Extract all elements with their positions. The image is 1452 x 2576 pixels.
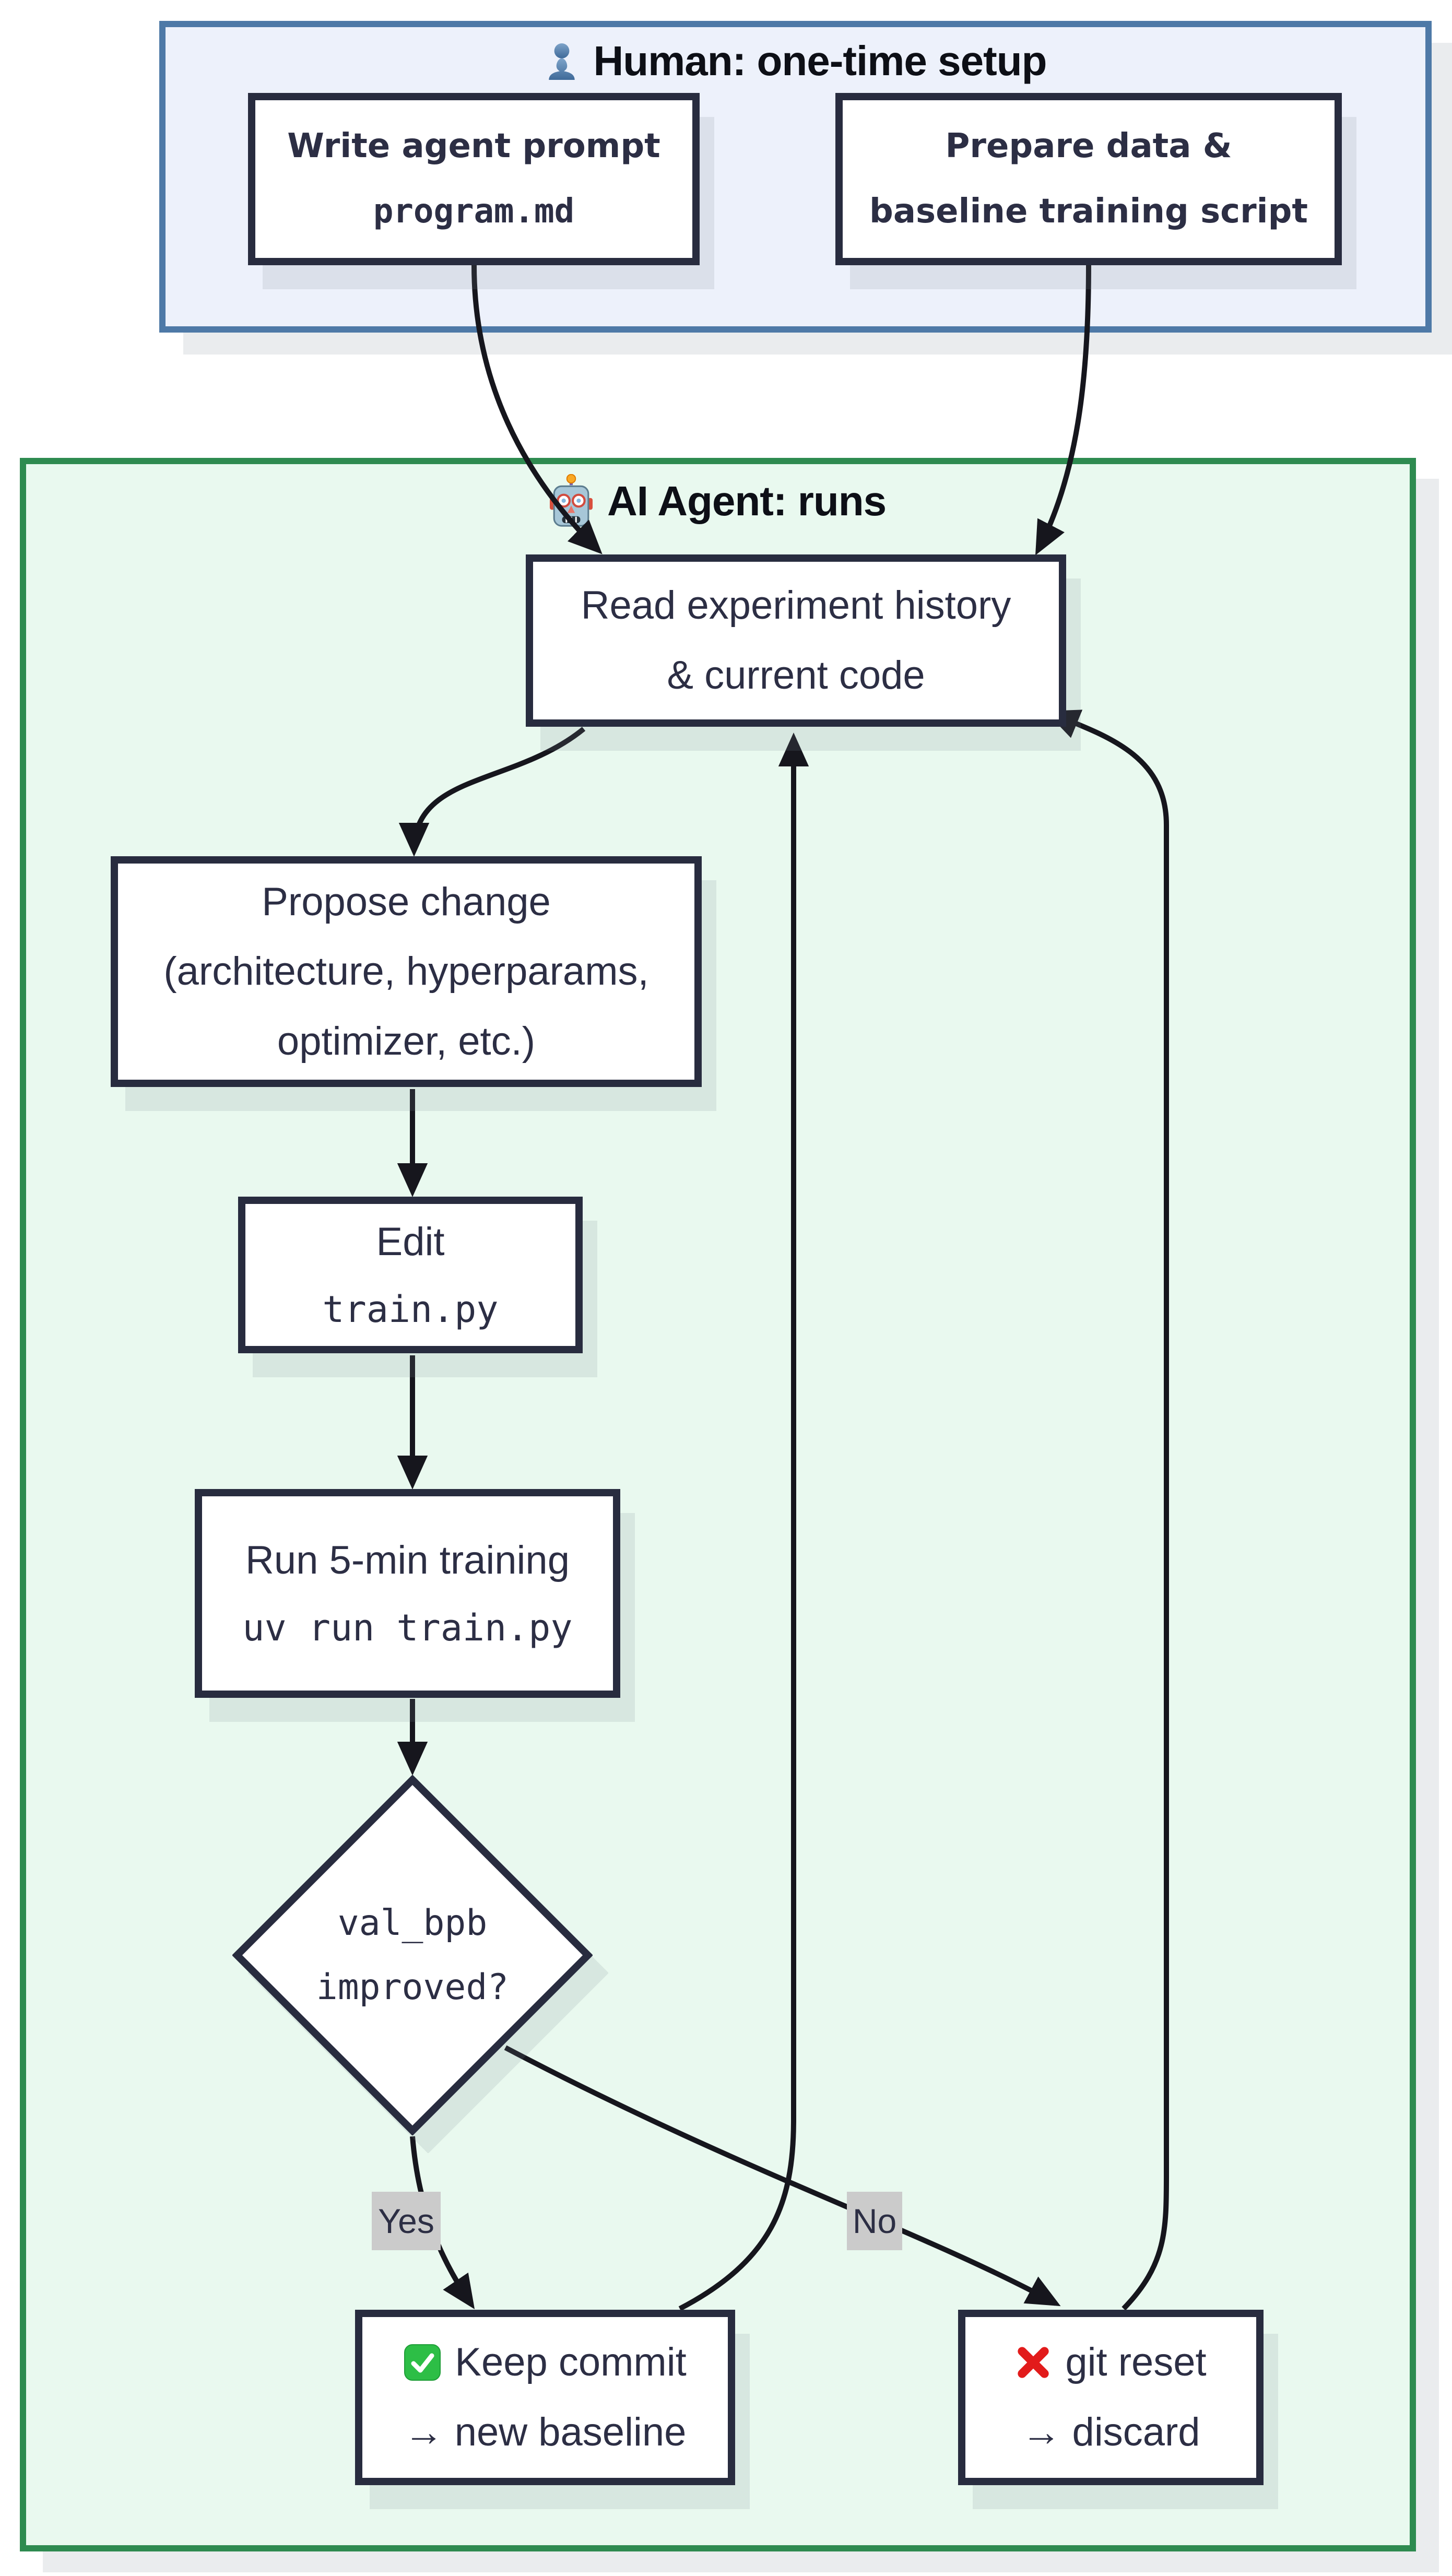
edge-read-to-propose [398,727,586,857]
diamond-shape [232,1775,593,2135]
node-read-history: Read experiment history & current code [526,554,1066,727]
edge-label-no: No [847,2192,902,2250]
node-edit-train-py: Edit train.py [238,1197,583,1353]
edge-reset-back-to-read [1045,710,1170,2311]
agent-section-header: AI Agent: runs [20,469,1416,534]
node-line: → new baseline [404,2410,687,2454]
robot-icon [549,474,593,527]
person-icon [548,43,575,80]
node-line: baseline training script [869,192,1308,231]
node-keep-commit: Keep commit → new baseline [355,2310,735,2485]
edge-label-yes: Yes [372,2192,441,2250]
edge-keep-back-to-read [678,732,809,2311]
node-propose-change: Propose change (architecture, hyperparam… [111,856,702,1087]
node-line-code: improved? [316,1967,509,2008]
node-line-code: program.md [373,192,575,231]
node-line: Write agent prompt [287,126,660,166]
node-line: optimizer, etc.) [277,1019,536,1064]
node-line: Run 5-min training [245,1538,570,1582]
node-line: Read experiment history [581,583,1011,628]
check-mark-icon [404,2344,441,2381]
edge-prepare-to-read [1035,265,1091,556]
node-decision-val-bpb: val_bpb improved? [232,1775,593,2135]
node-line: Edit [376,1219,445,1264]
node-line: (architecture, hyperparams, [163,949,649,994]
node-line-code: uv run train.py [242,1606,573,1650]
human-section-header: Human: one-time setup [159,32,1432,90]
node-line: Propose change [262,879,551,924]
edge-decision-no-to-reset [504,2045,1061,2307]
node-write-agent-prompt: Write agent prompt program.md [248,93,700,265]
node-git-reset: git reset → discard [958,2310,1264,2485]
node-prepare-data: Prepare data & baseline training script [835,93,1342,265]
node-line: Prepare data & [945,126,1232,166]
agent-section-label: AI Agent: runs [607,478,887,524]
node-line-code: train.py [322,1288,499,1331]
node-line: & current code [667,653,925,698]
node-line-code: val_bpb [337,1903,488,1944]
node-run-training: Run 5-min training uv run train.py [195,1489,620,1698]
human-section-label: Human: one-time setup [593,38,1047,84]
node-line: → discard [1021,2410,1200,2454]
cross-mark-icon [1018,2347,1049,2378]
node-line: git reset [1015,2342,1207,2383]
node-line: Keep commit [404,2342,687,2383]
decision-text: val_bpb improved? [232,1775,593,2135]
edge-write-to-read [471,265,603,554]
